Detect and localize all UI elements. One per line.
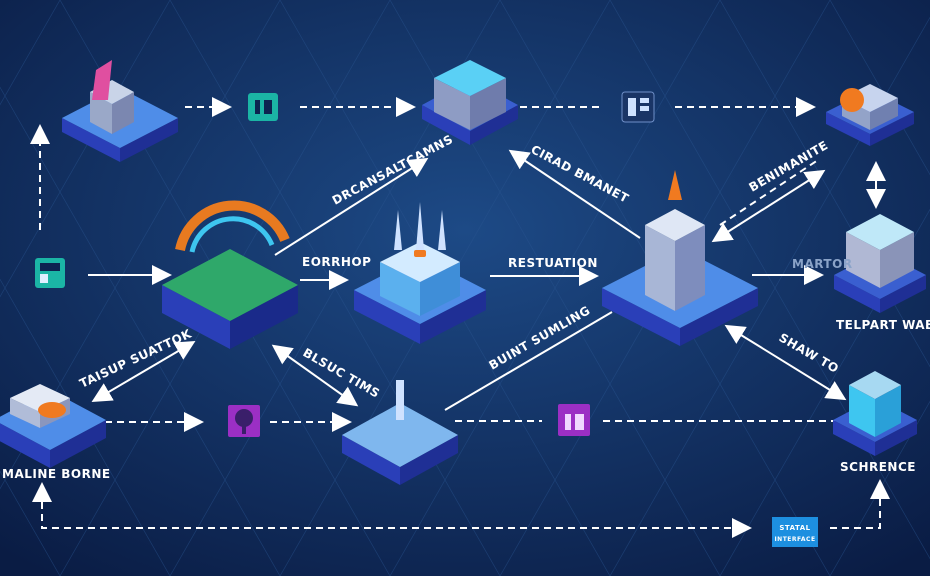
arrow-n6-n3 bbox=[711, 169, 826, 243]
block-right-face bbox=[870, 112, 914, 146]
block-left-face bbox=[90, 92, 112, 134]
block-left-face bbox=[380, 262, 420, 316]
arrow-n4-to-server bbox=[274, 157, 429, 256]
server-body[interactable] bbox=[434, 60, 506, 130]
label-bottom-left-node: MALINE BORNE bbox=[2, 467, 111, 481]
block-top-face bbox=[342, 403, 458, 467]
block-right-face bbox=[880, 232, 914, 288]
arrow-bottom-loop bbox=[41, 490, 752, 538]
kiosk-body[interactable] bbox=[846, 214, 914, 288]
interface-box-line1: STATAL bbox=[779, 524, 810, 532]
block-left-face bbox=[434, 78, 470, 130]
block-right-face bbox=[875, 385, 901, 437]
arrow-n6-n10 bbox=[724, 324, 847, 401]
block-right-face bbox=[470, 78, 506, 130]
label-bottom-right-node: SCHRENCE bbox=[840, 460, 916, 474]
block-top-face bbox=[849, 371, 901, 399]
label-left-mid: EORRHOP bbox=[302, 255, 371, 269]
block-left-face bbox=[849, 385, 875, 437]
tower-body[interactable] bbox=[645, 209, 705, 311]
teal-icon-tile[interactable] bbox=[248, 93, 278, 121]
grid-line bbox=[0, 0, 61, 106]
block-right-face bbox=[230, 285, 298, 349]
block-right-face bbox=[50, 420, 106, 468]
arrow-n6-n3-dashed bbox=[719, 159, 819, 226]
server-rack-body[interactable] bbox=[849, 371, 901, 437]
connectors bbox=[30, 97, 890, 538]
lab-node[interactable] bbox=[342, 403, 458, 485]
arrow-box-to-n10 bbox=[830, 479, 890, 529]
chart-icon-tile[interactable] bbox=[35, 258, 65, 288]
pink-panel-icon bbox=[92, 60, 112, 100]
router-indicator-icon bbox=[414, 250, 426, 257]
coin-icon bbox=[840, 88, 864, 112]
block-left-face bbox=[833, 420, 875, 456]
tower-spire-icon bbox=[668, 170, 682, 200]
interface-box-line2: INTERFACE bbox=[774, 536, 815, 543]
antenna-icon bbox=[416, 202, 424, 250]
block-right-face bbox=[870, 98, 898, 130]
block-left-face bbox=[645, 225, 675, 311]
block-top-face bbox=[162, 249, 298, 321]
block-right-face bbox=[420, 290, 486, 344]
block-left-face bbox=[834, 275, 880, 313]
purple-tree-icon-tile[interactable] bbox=[228, 405, 260, 437]
block-top-face bbox=[645, 209, 705, 241]
arrow-n4-n9 bbox=[271, 344, 359, 407]
block-left-face bbox=[342, 435, 400, 485]
rainbow-arch-icon bbox=[175, 200, 290, 252]
block-left-face bbox=[10, 398, 40, 428]
block-left-face bbox=[826, 112, 870, 146]
block-top-face bbox=[846, 214, 914, 250]
block-right-face bbox=[875, 420, 917, 456]
rainbow-arch-inner bbox=[189, 216, 275, 253]
test-tube-icon bbox=[396, 380, 404, 420]
block-left-face bbox=[62, 118, 120, 162]
grid-line bbox=[0, 0, 281, 490]
block-left-face bbox=[354, 290, 420, 344]
block-left-face bbox=[846, 232, 880, 288]
rainbow-node[interactable] bbox=[162, 249, 298, 349]
purple-device-icon-tile[interactable] bbox=[558, 404, 590, 436]
arrow-n9-to-n6 bbox=[444, 311, 613, 411]
block-left-face bbox=[0, 423, 50, 468]
block-left-face bbox=[162, 285, 230, 349]
block-left-face bbox=[422, 105, 470, 145]
grid-icon-tile[interactable] bbox=[621, 91, 655, 123]
block-right-face bbox=[675, 225, 705, 311]
grid-line bbox=[389, 0, 721, 576]
block-left-face bbox=[602, 288, 680, 346]
block-right-face bbox=[120, 118, 178, 162]
arrow-n8-n4 bbox=[91, 340, 196, 403]
label-center-mid: RESTUATION bbox=[508, 256, 598, 270]
block-right-face bbox=[420, 262, 460, 316]
router-body[interactable] bbox=[380, 242, 460, 316]
interface-box[interactable]: STATAL INTERFACE bbox=[772, 517, 818, 547]
block-top-face bbox=[380, 242, 460, 282]
block-right-face bbox=[400, 435, 458, 485]
arrow-n6-to-server bbox=[508, 149, 641, 239]
block-top-face bbox=[434, 60, 506, 96]
block-right-face bbox=[680, 288, 758, 346]
block-right-face bbox=[470, 105, 518, 145]
label-right-mid: MARTOR bbox=[792, 257, 853, 271]
block-right-face bbox=[112, 92, 134, 134]
nodes bbox=[0, 60, 926, 485]
antenna-icon bbox=[394, 210, 402, 250]
orange-resource-icon bbox=[38, 402, 66, 418]
antenna-icon bbox=[438, 210, 446, 250]
label-right-node: TELPART WABLEN bbox=[836, 318, 930, 332]
block-right-face bbox=[880, 275, 926, 313]
